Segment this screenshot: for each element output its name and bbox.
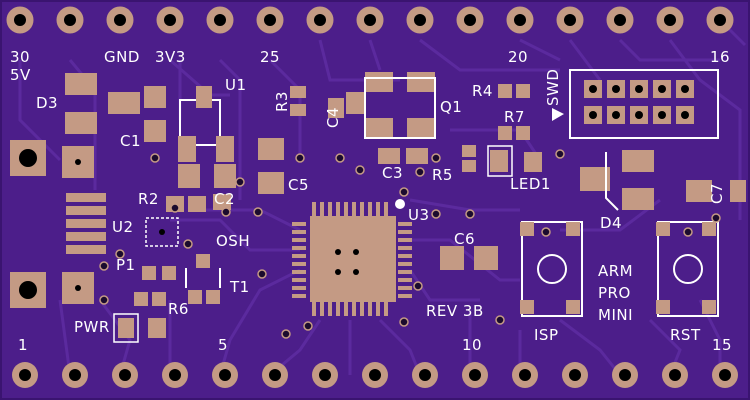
power-connector	[10, 140, 106, 308]
label-d3: D3	[36, 94, 58, 112]
label-c6: C6	[454, 230, 475, 248]
pin-label-1: 1	[18, 336, 28, 354]
pin-label-5: 5	[218, 336, 228, 354]
label-pwr: PWR	[74, 318, 110, 336]
label-mini: MINI	[598, 306, 633, 324]
top-header-pins	[6, 6, 734, 34]
pin-label-30: 30	[10, 48, 30, 66]
label-c2: C2	[214, 190, 235, 208]
label-rev: REV 3B	[426, 302, 484, 320]
regulator-u1	[178, 86, 236, 188]
cap-c6	[440, 246, 498, 270]
label-5v: 5V	[10, 66, 31, 84]
label-c3: C3	[382, 164, 403, 182]
vias	[99, 149, 721, 339]
label-d4: D4	[600, 214, 622, 232]
silkscreen: 30 5V GND 3V3 25 20 16 D3 C1 U1 R3 C4 Q1…	[10, 48, 732, 354]
label-c7: C7	[708, 183, 726, 204]
label-c1: C1	[120, 132, 141, 150]
label-u2: U2	[112, 218, 134, 236]
label-rst: RST	[670, 326, 701, 344]
small-parts	[118, 254, 220, 338]
label-3v3: 3V3	[155, 48, 186, 66]
label-r7: R7	[504, 108, 525, 126]
label-r4: R4	[472, 82, 493, 100]
label-u3: U3	[408, 206, 430, 224]
button-isp	[520, 221, 583, 317]
label-r6: R6	[168, 300, 189, 318]
button-rst	[656, 221, 719, 317]
pin-label-16: 16	[710, 48, 730, 66]
pin-label-25: 25	[260, 48, 280, 66]
label-isp: ISP	[534, 326, 559, 344]
label-r2: R2	[138, 190, 159, 208]
pin-label-20: 20	[508, 48, 528, 66]
label-q1: Q1	[440, 98, 462, 116]
diode-d3	[65, 73, 166, 142]
crystal-outline	[364, 77, 436, 139]
label-u1: U1	[225, 76, 247, 94]
label-gnd: GND	[104, 48, 140, 66]
label-led1: LED1	[510, 175, 551, 193]
label-pro: PRO	[598, 284, 631, 302]
label-r5: R5	[432, 166, 453, 184]
swd-header	[552, 69, 719, 139]
pin-label-15: 15	[712, 336, 732, 354]
pin-label-10: 10	[462, 336, 482, 354]
label-c4: C4	[324, 107, 342, 128]
ic-u2	[145, 217, 179, 247]
label-p1: P1	[116, 256, 136, 274]
label-r3: R3	[273, 91, 291, 112]
label-swd: SWD	[544, 69, 562, 106]
label-arm: ARM	[598, 262, 633, 280]
label-c5: C5	[288, 176, 309, 194]
led-resistors	[462, 84, 542, 172]
mcu-u3	[292, 199, 412, 316]
label-t1: T1	[229, 278, 250, 296]
label-osh: OSH	[216, 232, 250, 250]
